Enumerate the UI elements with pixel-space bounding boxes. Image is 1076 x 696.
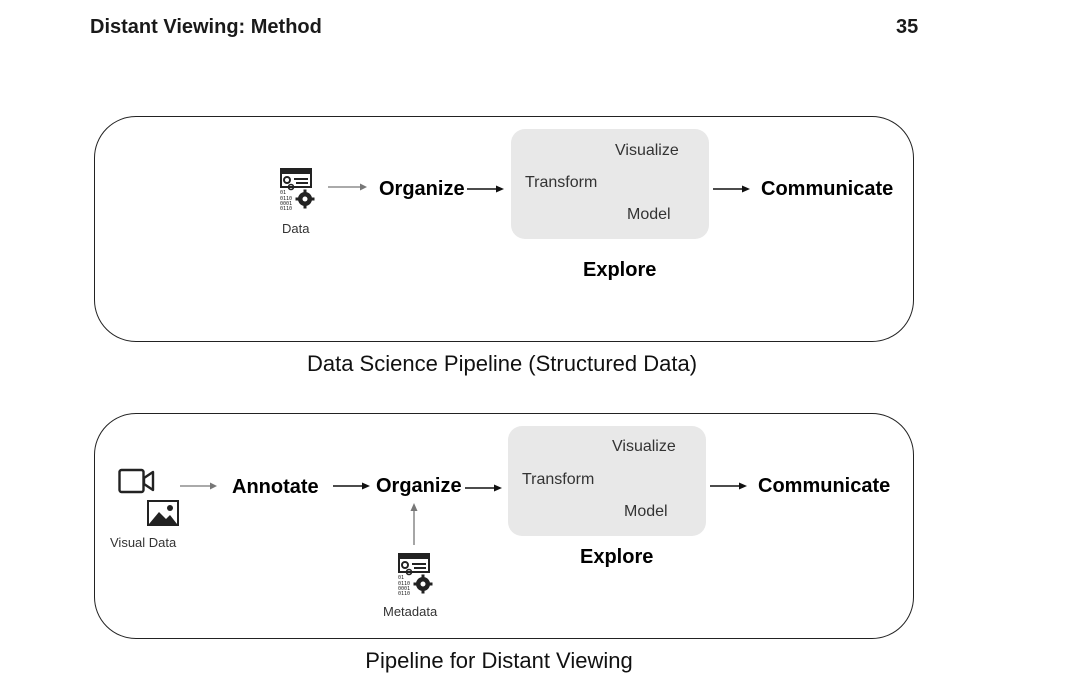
data-label: Data: [282, 221, 310, 236]
explore-item-visualize: Visualize: [615, 142, 679, 159]
data-icon: 01 0110 0001 0110: [280, 168, 315, 211]
metadata-icon: 01 0110 0001 0110: [398, 553, 433, 596]
arrow-data-to-organize: [328, 183, 367, 191]
step-explore: Explore: [583, 259, 657, 281]
explore-item-transform: Transform: [525, 174, 598, 191]
svg-text:0110: 0110: [280, 196, 292, 202]
metadata-label: Metadata: [383, 604, 438, 619]
arrow-organize-to-explore-bottom: [465, 484, 502, 492]
explore-item-visualize-bottom: Visualize: [612, 438, 676, 455]
page-header-title: Distant Viewing: Method: [90, 16, 322, 38]
bottom-pipeline-panel: [94, 413, 914, 639]
arrow-visual-to-annotate: [180, 482, 217, 490]
svg-text:0110: 0110: [398, 581, 410, 587]
visual-data-label: Visual Data: [110, 535, 177, 550]
bottom-figure-caption: Pipeline for Distant Viewing: [365, 648, 633, 673]
explore-item-transform-bottom: Transform: [522, 471, 595, 488]
explore-box-bottom: [508, 426, 706, 536]
step-communicate: Communicate: [761, 178, 894, 200]
explore-item-model: Model: [627, 206, 671, 223]
step-explore-bottom: Explore: [580, 546, 654, 568]
step-organize: Organize: [379, 178, 465, 200]
arrow-metadata-to-organize: [410, 503, 418, 545]
step-organize-bottom: Organize: [376, 475, 462, 497]
svg-text:01: 01: [398, 575, 404, 581]
arrow-explore-to-communicate-bottom: [710, 482, 747, 490]
page-number: 35: [896, 16, 919, 38]
top-pipeline-panel: [94, 116, 914, 342]
arrow-annotate-to-organize: [333, 482, 370, 490]
arrow-organize-to-explore: [467, 185, 504, 193]
svg-text:0110: 0110: [280, 206, 292, 211]
image-icon: [147, 500, 179, 526]
svg-text:0001: 0001: [398, 586, 410, 592]
svg-text:0110: 0110: [398, 591, 410, 596]
step-annotate: Annotate: [232, 476, 319, 498]
video-camera-icon: [118, 468, 155, 494]
explore-item-model-bottom: Model: [624, 503, 668, 520]
step-communicate-bottom: Communicate: [758, 475, 891, 497]
top-figure-caption: Data Science Pipeline (Structured Data): [306, 351, 698, 376]
svg-text:0001: 0001: [280, 201, 292, 207]
arrow-explore-to-communicate: [713, 185, 750, 193]
explore-box: [511, 129, 709, 239]
svg-text:01: 01: [280, 190, 286, 196]
